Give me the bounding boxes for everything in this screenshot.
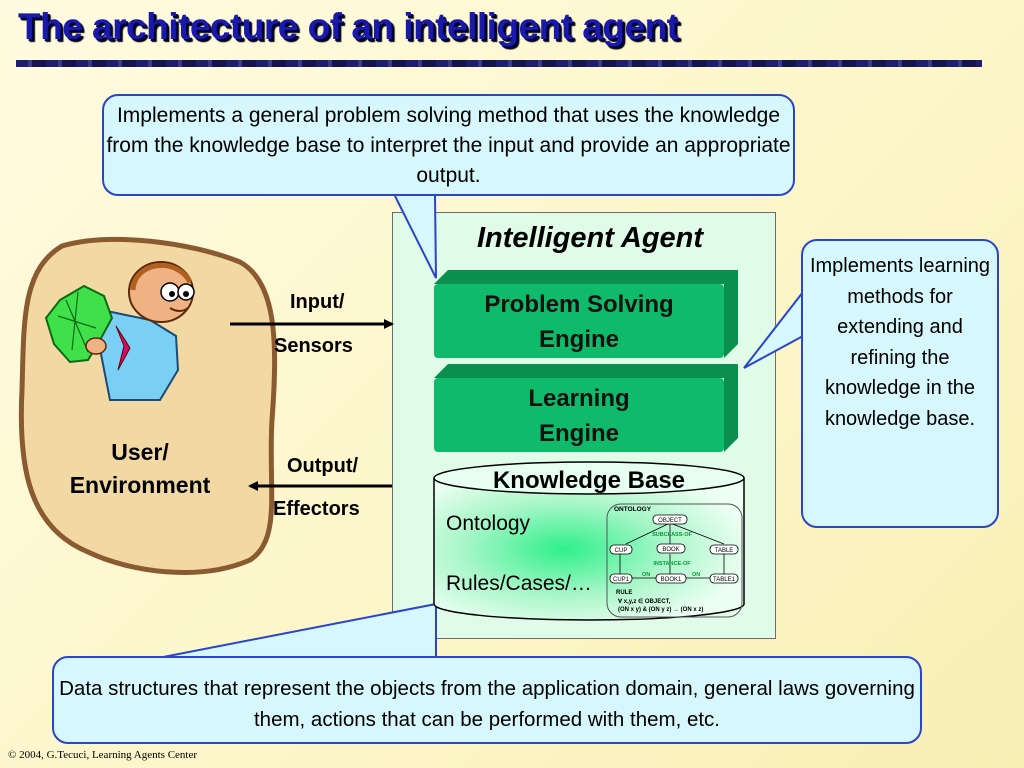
callout-learning: Implements learning methods for extendin…: [801, 239, 999, 528]
relation-on-1: ON: [642, 572, 650, 578]
agent-title: Intelligent Agent: [476, 222, 704, 254]
kb-ontology-label: Ontology: [446, 512, 531, 535]
user-environment-label: User/ Environment: [40, 436, 240, 502]
user-environment-line2: Environment: [69, 472, 211, 498]
callout-top-pointer: [394, 195, 437, 279]
node-table1: TABLE1: [713, 577, 736, 583]
kb-rules-label: Rules/Cases/…: [446, 572, 592, 595]
rule-heading: RULE: [616, 590, 632, 596]
problem-solving-engine-line2: Engine: [538, 326, 619, 353]
person-illustration: [44, 261, 195, 401]
page-title: The architecture of an intelligent agent: [18, 6, 679, 47]
node-cup: CUP: [615, 548, 628, 554]
callout-problem-solving: Implements a general problem solving met…: [102, 94, 795, 196]
node-book: BOOK: [662, 547, 679, 553]
learning-engine-line2: Engine: [538, 420, 619, 447]
callout-bottom-pointer: [157, 602, 437, 659]
sensors-label: Sensors: [274, 335, 353, 357]
node-book1: BOOK1: [661, 577, 682, 583]
node-cup1: CUP1: [613, 577, 630, 583]
learning-engine: Learning Engine: [434, 378, 724, 452]
learning-engine-line1: Learning: [528, 385, 630, 412]
rule-line-1: ∀ x,y,z ∈ OBJECT,: [617, 598, 671, 605]
callout-right-pointer: [743, 291, 804, 369]
problem-solving-engine: Problem Solving Engine: [434, 284, 724, 358]
title-divider: [16, 60, 982, 67]
callout-knowledge-base: Data structures that represent the objec…: [52, 656, 922, 744]
mini-ontology-diagram: ONTOLOGY OBJECT SUBCLASS-OF CUP BOOK TAB…: [606, 503, 743, 618]
rule-line-2: (ON x y) & (ON y z) → (ON x z): [618, 607, 703, 613]
mini-ontology-heading: ONTOLOGY: [614, 506, 652, 513]
node-object: OBJECT: [658, 518, 682, 524]
relation-subclass-of: SUBCLASS-OF: [652, 532, 692, 538]
output-label: Output/: [287, 455, 359, 477]
footer-copyright: © 2004, G.Tecuci, Learning Agents Center: [8, 749, 198, 761]
relation-on-2: ON: [692, 572, 700, 578]
relation-instance-of: INSTANCE-OF: [653, 561, 691, 567]
effectors-label: Effectors: [273, 498, 360, 520]
node-table: TABLE: [715, 548, 734, 554]
problem-solving-engine-line1: Problem Solving: [484, 291, 674, 318]
user-environment-line1: User/: [111, 439, 169, 465]
knowledge-base-title: Knowledge Base: [492, 467, 686, 494]
input-label: Input/: [290, 291, 345, 313]
knowledge-base-cylinder: [433, 461, 745, 621]
